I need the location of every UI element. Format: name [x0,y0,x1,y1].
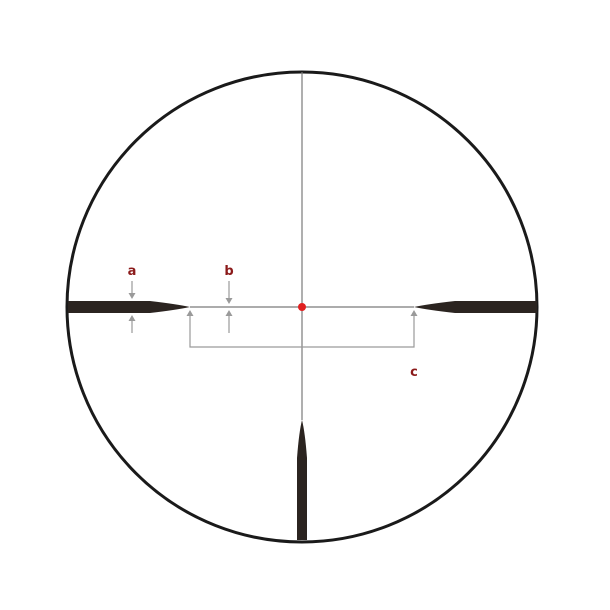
annotation-b-arrows-icon [225,281,233,333]
center-red-dot-icon [298,303,306,311]
annotation-c-label: c [410,365,418,380]
annotation-a-label: a [128,264,137,279]
annotation-b-label: b [224,264,233,279]
annotation-c-bracket-icon [186,310,418,348]
left-post [68,301,190,313]
annotation-a-arrows-icon [128,281,136,333]
bottom-post [297,420,307,540]
right-post [414,301,537,313]
